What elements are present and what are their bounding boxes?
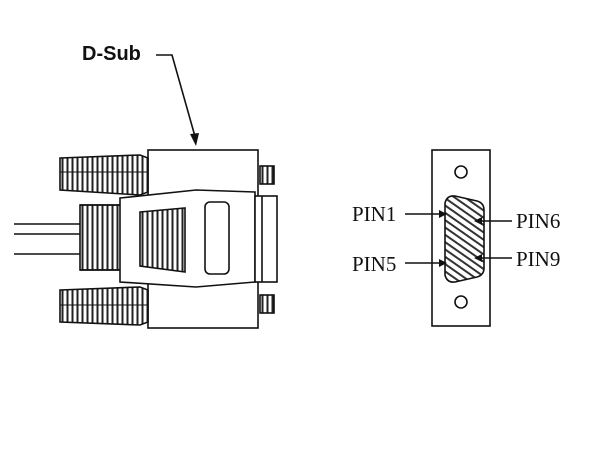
hex-nut-bottom (259, 294, 275, 314)
mounting-hole-bottom (454, 295, 468, 309)
thumbscrew-top (59, 154, 149, 196)
pin9-leader (474, 254, 512, 262)
pin1-label: PIN1 (352, 202, 396, 226)
pin-insert (444, 195, 485, 283)
strain-relief (79, 204, 123, 271)
d-sub-label: D-Sub (82, 43, 141, 65)
d-sub-leader (156, 54, 199, 146)
connector-plug (254, 195, 278, 283)
mounting-hole-top (454, 165, 468, 179)
hex-nut-top (259, 165, 275, 185)
pin6-leader (474, 217, 512, 225)
pin6-label: PIN6 (516, 209, 560, 233)
connector-side-view (14, 149, 278, 329)
pin1-leader (405, 210, 447, 218)
connector-front-view (431, 149, 491, 327)
pin9-label: PIN9 (516, 247, 560, 271)
pin5-leader (405, 259, 447, 267)
pin-leaders (405, 210, 512, 267)
hood-grip (139, 207, 186, 273)
cable (14, 223, 82, 255)
pin5-label: PIN5 (352, 252, 396, 276)
thumbscrew-bottom (59, 286, 149, 326)
hood-label-window (204, 201, 230, 275)
